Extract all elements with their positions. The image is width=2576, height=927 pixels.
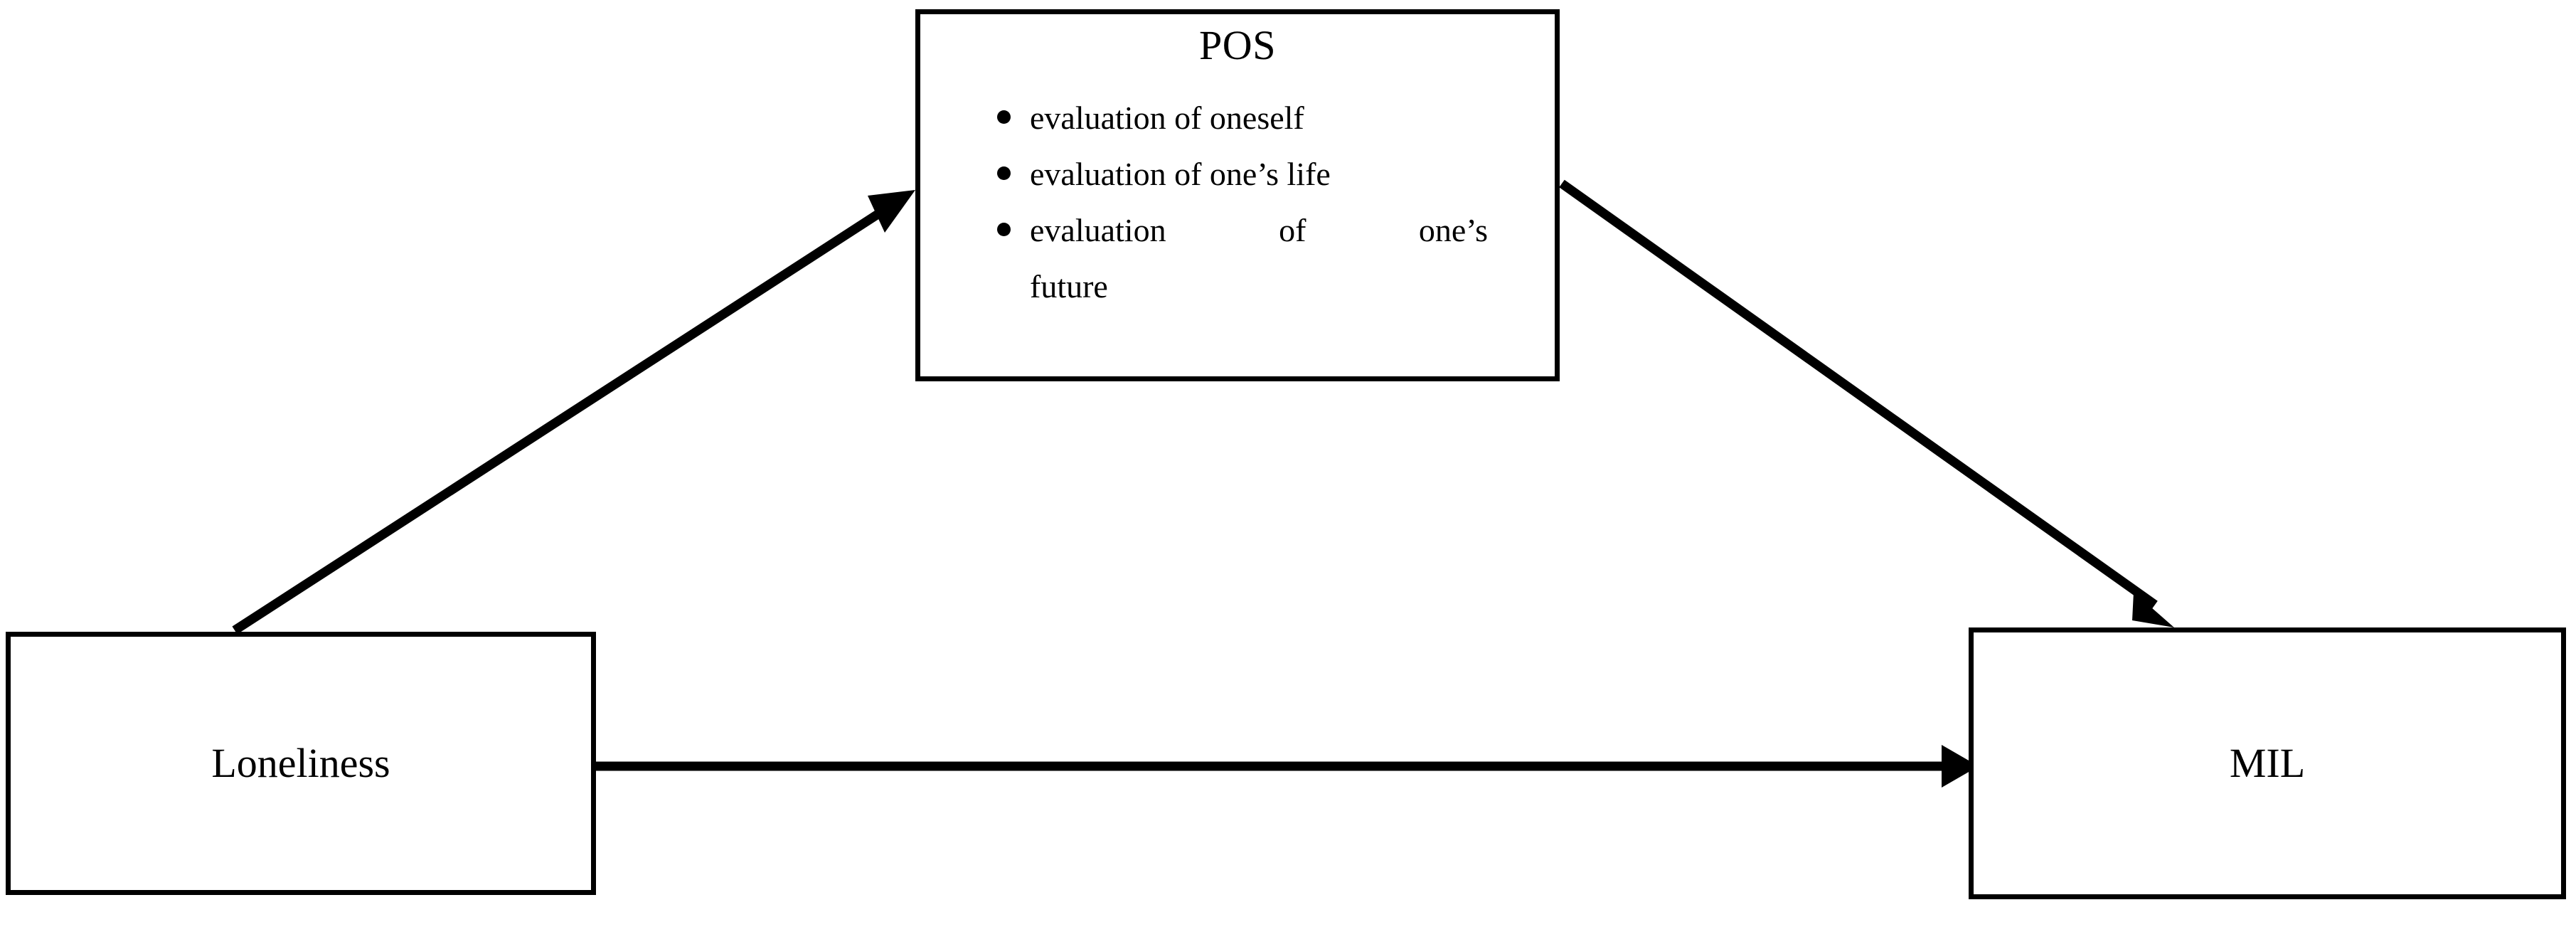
node-pos-content: POS evaluation of oneself evaluation of …: [920, 14, 1555, 376]
edge-line: [232, 200, 896, 635]
list-item-label-line-2: future: [1030, 268, 1108, 304]
arrowhead-icon: [868, 190, 915, 233]
bullet-dot-icon: [997, 110, 1011, 124]
node-loneliness[interactable]: Loneliness: [6, 632, 596, 895]
edge-loneliness-to-mil: [596, 745, 1979, 788]
edge-line: [1559, 179, 2158, 609]
bullet-dot-icon: [997, 166, 1011, 180]
arrowhead-icon: [2132, 592, 2174, 627]
edge-pos-to-mil: [1559, 179, 2174, 627]
list-item: evaluation of one’s life: [997, 146, 1488, 202]
list-item: evaluation of one’s future: [997, 202, 1488, 314]
list-item-label: evaluation of one’s life: [1030, 156, 1331, 192]
node-loneliness-label: Loneliness: [211, 740, 390, 787]
list-item-label-line-1: evaluation of one’s: [1030, 212, 1488, 248]
bullet-dot-icon: [997, 223, 1011, 236]
node-pos-bullet-list: evaluation of oneself evaluation of one’…: [997, 90, 1488, 314]
node-mil[interactable]: MIL: [1969, 627, 2566, 899]
node-pos-title: POS: [1199, 22, 1276, 68]
edge-loneliness-to-pos: [232, 190, 915, 635]
node-mil-label: MIL: [2229, 740, 2306, 787]
list-item-label: evaluation of oneself: [1030, 100, 1304, 136]
list-item: evaluation of oneself: [997, 90, 1488, 146]
node-pos[interactable]: POS evaluation of oneself evaluation of …: [915, 9, 1560, 381]
